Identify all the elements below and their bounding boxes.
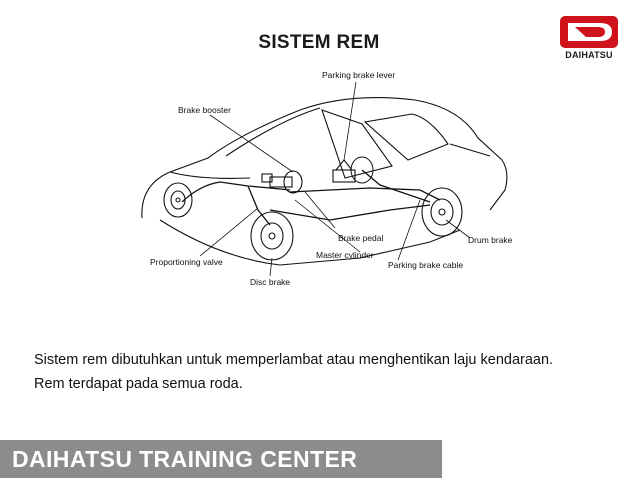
brake-booster-unit [261, 170, 303, 194]
label-master-cylinder: Master cylinder [316, 250, 374, 260]
footer-text: DAIHATSU TRAINING CENTER [12, 446, 358, 472]
daihatsu-d-icon [560, 16, 618, 48]
leader-lines [199, 81, 471, 277]
brake-lines [181, 169, 441, 226]
brake-system-diagram: Parking brake lever Brake booster Brake … [141, 70, 513, 287]
label-parking-brake-cable: Parking brake cable [388, 260, 463, 270]
front-right-wheel [250, 211, 294, 261]
body-text: Sistem rem dibutuhkan untuk memperlambat… [34, 348, 624, 396]
label-parking-brake-lever: Parking brake lever [322, 70, 395, 80]
label-disc-brake: Disc brake [250, 277, 290, 287]
label-proportioning-valve: Proportioning valve [150, 257, 223, 267]
parking-brake-lever [332, 159, 356, 183]
label-brake-pedal: Brake pedal [338, 233, 383, 243]
body-line-2: Rem terdapat pada semua roda. [34, 376, 243, 392]
car-outline [141, 97, 508, 266]
rear-right-wheel [421, 187, 463, 237]
label-drum-brake: Drum brake [468, 235, 513, 245]
footer-bar: DAIHATSU TRAINING CENTER [0, 440, 442, 478]
logo-text: DAIHATSU [565, 50, 613, 60]
front-left-wheel [163, 182, 193, 218]
label-brake-booster: Brake booster [178, 105, 231, 115]
daihatsu-logo: DAIHATSU [556, 16, 622, 64]
slide-title: SISTEM REM [258, 32, 380, 53]
body-line-1: Sistem rem dibutuhkan untuk memperlambat… [34, 352, 554, 368]
